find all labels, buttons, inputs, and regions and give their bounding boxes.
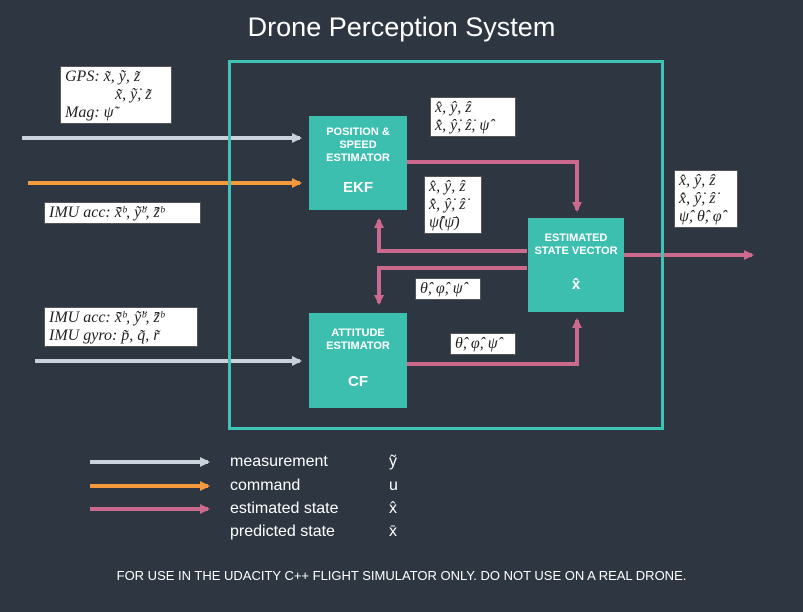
ekf-to-state-arrow (407, 160, 582, 212)
cf-block-name: ATTITUDE ESTIMATOR (326, 327, 390, 352)
ekf-output-position: x̂, ŷ, ẑ (435, 99, 472, 116)
ekf-feedback-label: x̂, ŷ, ẑ x̂̇, ŷ̇, ẑ̇ ψ̂(ψ̄) (424, 176, 482, 234)
legend-measurement-label: measurement (230, 453, 328, 470)
ekf-block-abbr: EKF (343, 179, 373, 196)
legend-estimate-label: estimated state (230, 500, 339, 517)
gps-position-text: GPS: x̃, ỹ, z̃ (65, 68, 141, 85)
ekf-block-name: POSITION & SPEED ESTIMATOR (326, 126, 390, 164)
cf-to-state-arrow (407, 318, 582, 366)
ekf-block: POSITION & SPEED ESTIMATOR EKF (309, 116, 407, 210)
imu-acc-ekf-label: IMU acc: x̃̈ᵇ, ỹ̈ᵇ, z̃̈ᵇ (44, 202, 201, 224)
cf-output-label: θ̂, φ̂, ψ̂ (450, 333, 516, 355)
cf-block: ATTITUDE ESTIMATOR CF (309, 313, 407, 408)
gps-velocity-text: x̃̇, ỹ̇, z̃̇ (115, 86, 152, 103)
state-output-label: x̂, ŷ, ẑ x̂̇, ŷ̇, ẑ̇ ψ̂, θ̂, φ̂ (674, 170, 738, 228)
imu-gyro-cf-text: IMU gyro: p̃, q̃, r̃ (49, 327, 160, 344)
state-output-position: x̂, ŷ, ẑ (679, 172, 716, 189)
ekf-feedback-position: x̂, ŷ, ẑ (429, 178, 466, 195)
perception-system-boundary (228, 60, 664, 430)
state-output-attitude: ψ̂, θ̂, φ̂ (679, 208, 722, 225)
imu-cf-label: IMU acc: x̃̈ᵇ, ỹ̈ᵇ, z̃̈ᵇ IMU gyro: p̃, q… (44, 307, 198, 347)
legend-measurement-symbol: ỹ (389, 453, 397, 470)
imu-acc-cf-text: IMU acc: x̃̈ᵇ, ỹ̈ᵇ, z̃̈ᵇ (49, 309, 165, 326)
diagram-title: Drone Perception System (247, 12, 556, 42)
disclaimer-footer: FOR USE IN THE UDACITY C++ FLIGHT SIMULA… (116, 568, 687, 583)
state-vector-block: ESTIMATED STATE VECTOR x̂ (528, 218, 624, 312)
state-to-cf-arrow (374, 266, 527, 305)
mag-text: Mag: ψ̃ (65, 104, 114, 121)
legend-predicted-symbol: x̄ (389, 523, 397, 540)
legend-command-label: command (230, 477, 301, 494)
cf-feedback-label: θ̂, φ̂, ψ̂ (415, 278, 481, 300)
state-to-ekf-arrow (374, 218, 527, 253)
cf-block-abbr: CF (348, 373, 368, 390)
legend-command-symbol: u (389, 477, 398, 494)
state-vector-symbol: x̂ (571, 276, 581, 293)
state-output-velocity: x̂̇, ŷ̇, ẑ̇ (679, 190, 716, 207)
ekf-output-label: x̂, ŷ, ẑ x̂̇, ŷ̇, ẑ̇, ψ̂ (430, 97, 516, 137)
ekf-output-velocity: x̂̇, ŷ̇, ẑ̇, ψ̂ (435, 117, 490, 134)
legend-estimate-symbol: x̂ (389, 500, 397, 517)
ekf-feedback-velocity: x̂̇, ŷ̇, ẑ̇ (429, 196, 466, 213)
state-vector-name: ESTIMATED STATE VECTOR (534, 232, 618, 257)
ekf-feedback-yaw: ψ̂(ψ̄) (429, 214, 460, 231)
legend-predicted-label: predicted state (230, 523, 335, 540)
gps-mag-label: GPS: x̃, ỹ, z̃ x̃̇, ỹ̇, z̃̇ Mag: ψ̃ (60, 66, 172, 124)
